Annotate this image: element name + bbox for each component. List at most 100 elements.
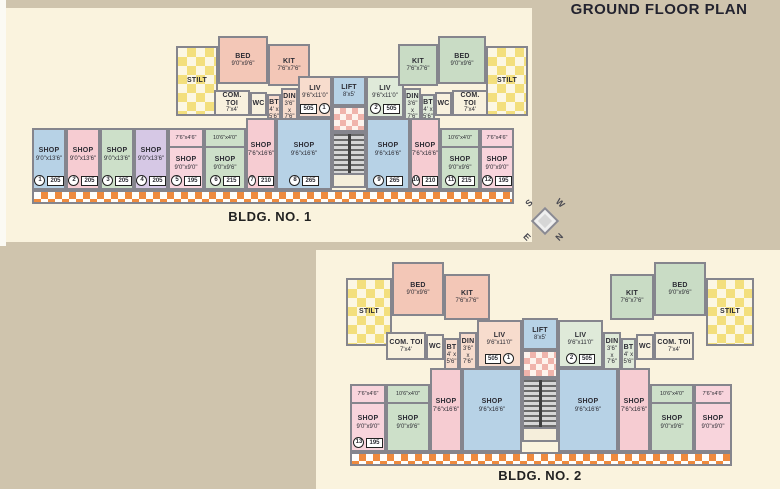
room-label: BT xyxy=(269,99,279,107)
stilt-label: STILT xyxy=(720,308,740,316)
room-dim: 4' x 5'6" xyxy=(446,352,457,365)
wc-room: WC xyxy=(250,92,267,116)
shop-area-badge: 195 xyxy=(366,437,383,448)
flat-number-badge: 2 xyxy=(370,103,382,114)
stilt-label: STILT xyxy=(497,77,517,85)
shop-label: SHOP xyxy=(577,398,599,406)
shop-label: SHOP xyxy=(38,147,60,155)
shop-notch-dim: 7'6"x4'6" xyxy=(696,386,730,404)
shop-number-badge: 9 xyxy=(373,175,385,186)
shop-area-badge: 210 xyxy=(257,175,274,186)
shop-dim: 7'6"x16'6" xyxy=(411,151,439,158)
room-label: BT xyxy=(423,99,433,107)
room-label: WC xyxy=(437,100,450,108)
room-label: COM. TOI xyxy=(389,338,423,346)
shop-dim: 9'0"x9'6" xyxy=(448,165,472,172)
room-label: WC xyxy=(638,343,652,351)
shop-label: SHOP xyxy=(72,147,94,155)
flat-number-badge: 2 xyxy=(565,353,577,364)
shop-notch-dim: 10'6"x4'0" xyxy=(388,386,428,404)
stilt-area: STILT xyxy=(176,46,218,116)
compass-letter-w: W xyxy=(553,196,567,210)
room-label: DIN xyxy=(461,338,475,345)
page-edge xyxy=(0,0,6,246)
room-dim: 9'6"x11'0" xyxy=(372,92,398,99)
shop-area-badge: 265 xyxy=(302,175,319,186)
room-label: KIT xyxy=(283,57,295,65)
shop-dim: 9'0"x9'0" xyxy=(356,424,380,431)
shop-area-badge: 195 xyxy=(184,175,201,186)
shop-notch-dim: 10'6"x4'0" xyxy=(652,386,692,404)
shop-label: SHOP xyxy=(435,398,457,406)
compass-rose: S W E N xyxy=(520,196,568,244)
plinth-strip xyxy=(32,190,514,204)
room-dim: 7'6"x7'6" xyxy=(277,65,301,72)
room-label: KIT xyxy=(412,57,424,65)
room-dim: 3'6" x 7'6" xyxy=(284,100,295,120)
compass-letter-n: N xyxy=(552,231,565,243)
shop-dim: 9'0"x9'0" xyxy=(485,165,509,172)
room-label: LIV xyxy=(309,84,321,92)
room-dim: 3'6" x 7'6" xyxy=(407,100,418,120)
shop-dim: 9'0"x13'6" xyxy=(137,156,165,163)
room-label: BED xyxy=(454,52,470,60)
room-label: BT xyxy=(623,344,634,352)
stilt-label: STILT xyxy=(359,308,379,316)
shop-dim: 9'6"x16'6" xyxy=(290,151,318,158)
room-label: BED xyxy=(410,281,426,289)
flat-area-badge: 505 xyxy=(484,353,501,364)
room-dim: 3'6" x 7'6" xyxy=(607,345,617,366)
room-dim: 7'x4' xyxy=(668,346,680,353)
shop-dim: 9'0"x9'0" xyxy=(701,424,725,431)
shop-notch-dim: 7'6"x4'6" xyxy=(352,386,384,404)
shop-area-badge: 215 xyxy=(458,175,475,186)
shop-number-badge: 2 xyxy=(68,175,80,186)
shop-dim: 9'0"x9'6" xyxy=(660,424,684,431)
room-dim: 9'0"x9'6" xyxy=(231,60,255,67)
room-label: BT xyxy=(446,344,457,352)
shop-area-badge: 205 xyxy=(115,175,132,186)
room-dim: 8'x5' xyxy=(534,334,546,341)
shop-label: SHOP xyxy=(481,398,503,406)
room-dim: 7'x4' xyxy=(226,107,238,114)
shop-label: SHOP xyxy=(702,415,724,423)
stilt-label: STILT xyxy=(187,77,207,85)
room-dim: 4' x 5'6" xyxy=(623,352,634,365)
room-label: COM. TOI xyxy=(460,91,480,107)
shop-label: SHOP xyxy=(661,415,683,423)
room-dim: 9'6"x11'0" xyxy=(486,339,513,346)
shop-number-badge: 12 xyxy=(482,175,494,186)
shop-label: SHOP xyxy=(293,142,315,150)
room-label: WC xyxy=(428,343,442,351)
room-dim: 4' x 5'6" xyxy=(423,107,433,120)
shop-dim: 9'0"x9'6" xyxy=(396,424,420,431)
shop-area-badge: 215 xyxy=(223,175,240,186)
shop-area-badge: 205 xyxy=(149,175,166,186)
room-dim: 9'0"x9'6" xyxy=(668,289,692,296)
shop-dim: 7'6"x16'6" xyxy=(247,151,275,158)
room-label: DIN xyxy=(605,338,619,345)
shop-dim: 9'0"x13'6" xyxy=(69,156,97,163)
shop-dim: 9'0"x9'0" xyxy=(174,165,198,172)
room-label: LIV xyxy=(493,331,506,339)
shop-label: SHOP xyxy=(250,142,272,150)
stilt-area: STILT xyxy=(706,278,754,346)
lobby-area xyxy=(332,106,366,132)
room-label: LIV xyxy=(574,331,587,339)
